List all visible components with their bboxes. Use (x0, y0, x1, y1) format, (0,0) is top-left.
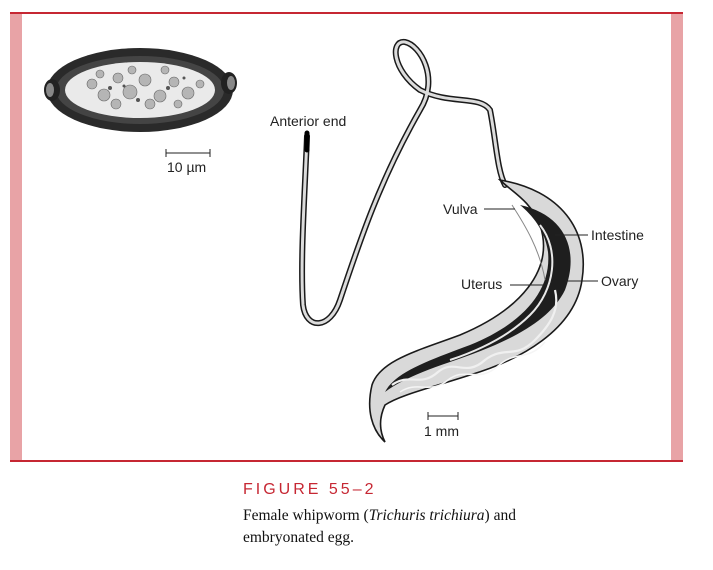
whipworm-anterior (299, 39, 508, 327)
worm-scale-bar (427, 412, 459, 420)
label-uterus: Uterus (461, 276, 503, 292)
figure-right-band (671, 14, 683, 460)
label-ovary: Ovary (601, 273, 639, 289)
label-intestine: Intestine (591, 227, 644, 243)
caption-species-name: Trichuris trichiura (368, 507, 485, 524)
label-leader-lines (484, 208, 598, 286)
label-anterior-end: Anterior end (270, 113, 347, 129)
label-vulva: Vulva (443, 201, 478, 217)
label-worm-scale: 1 mm (424, 423, 459, 439)
figure-caption: Female whipworm (Trichuris trichiura) an… (243, 505, 543, 549)
figure-left-band (10, 14, 22, 460)
figure-bottom-rule (10, 460, 683, 462)
embryonated-egg-drawing (44, 48, 237, 132)
caption-text-part1: Female whipworm ( (243, 507, 369, 524)
egg-scale-bar (165, 149, 211, 157)
figure-top-rule (10, 12, 683, 14)
figure-number: FIGURE 55–2 (243, 481, 377, 498)
whipworm-posterior-body (368, 178, 584, 443)
label-egg-scale: 10 µm (167, 159, 207, 175)
caption-text-part2: ) and embryonated egg. (243, 507, 516, 546)
